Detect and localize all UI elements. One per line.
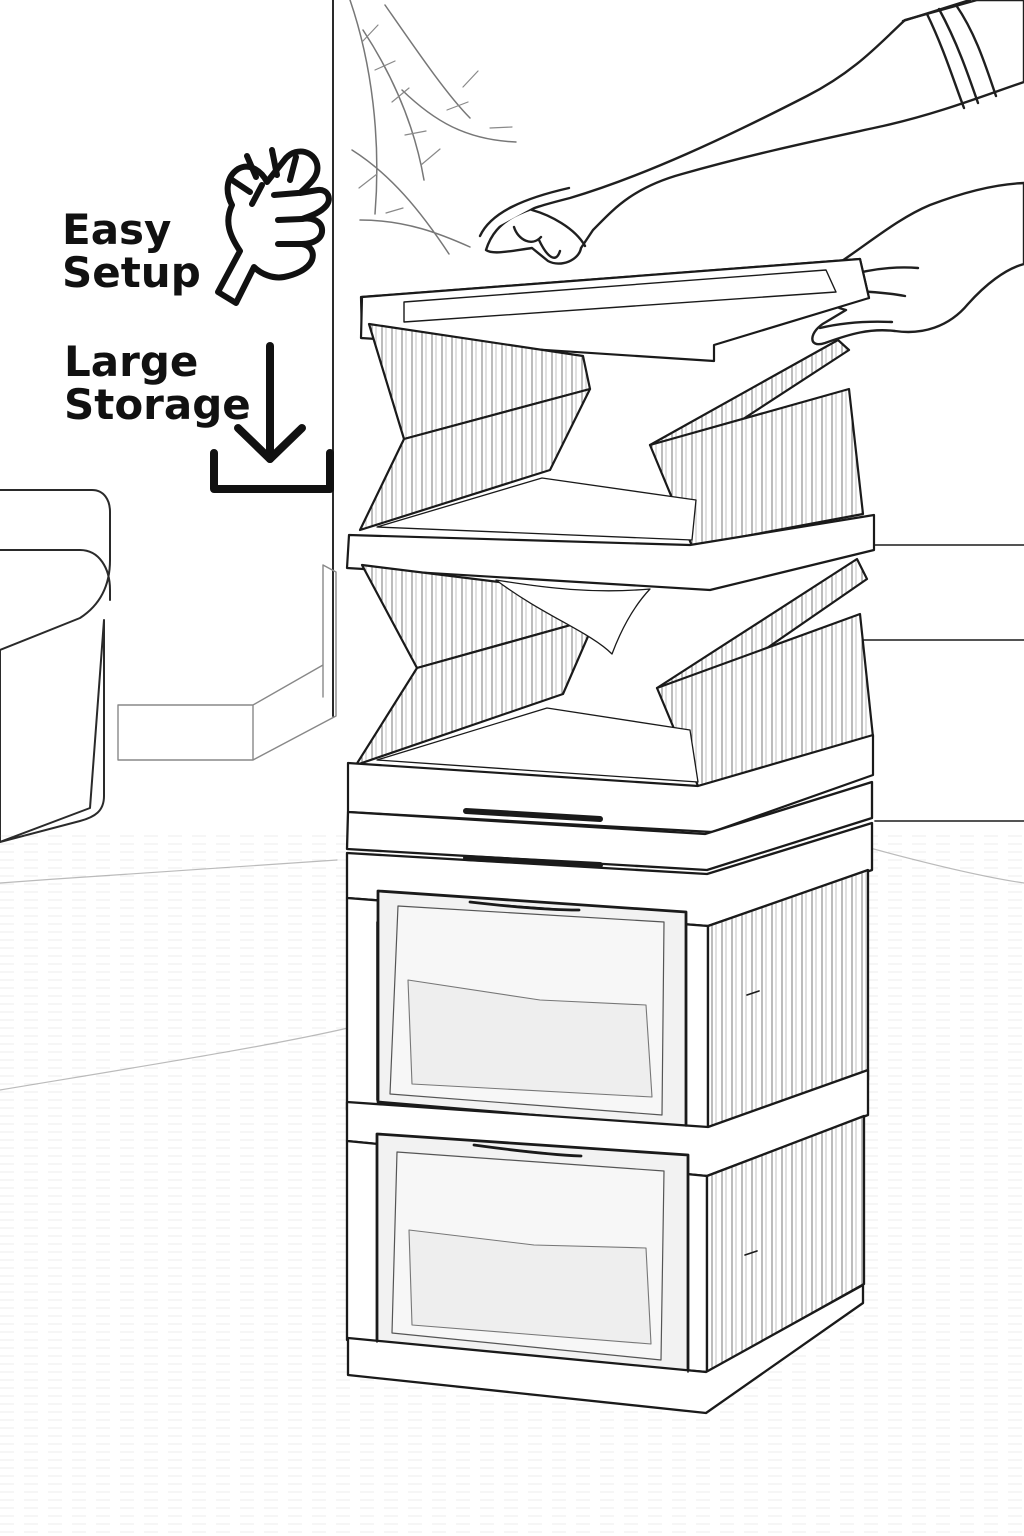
lower-middle-fold (495, 579, 651, 655)
tap-hand-icon (215, 147, 332, 306)
upper-lid-inner (403, 269, 837, 323)
easy-setup-label: Easy Setup (62, 208, 222, 294)
closed-storage-unit (345, 780, 874, 1415)
sleeve-cuff (901, 0, 998, 110)
large-storage-line-2: Storage (64, 380, 251, 429)
upper-hand-fingers (478, 186, 587, 259)
download-tray-icon (210, 342, 334, 493)
upper-drawer-back (407, 979, 653, 1098)
folded-box-upper (345, 257, 876, 592)
easy-setup-line-2: Setup (62, 248, 201, 297)
corner-hinges (376, 921, 760, 1373)
lower-drawer-side (705, 1114, 866, 1374)
large-storage-line-1: Large (64, 337, 199, 386)
drawer-black-handles (463, 808, 603, 868)
folded-box-lower (346, 557, 875, 834)
upper-left-panel-b (358, 387, 592, 532)
plant-stalks (349, 0, 517, 255)
person-arms (478, 0, 1024, 346)
plant-leaves (358, 24, 513, 214)
lower-base-top (376, 707, 699, 783)
upper-arm (484, 0, 1024, 265)
easy-setup-line-1: Easy (62, 205, 172, 254)
lower-drawer-back (408, 1229, 652, 1345)
lower-left-panel-b (354, 616, 598, 767)
right-wall-line (862, 544, 1024, 822)
top-cap (345, 780, 874, 872)
handles (468, 900, 583, 1158)
large-storage-label: Large Storage (64, 340, 254, 426)
sofa-outline (0, 489, 111, 843)
middle-base (345, 513, 876, 592)
base-plinth (346, 1283, 865, 1415)
middle-base-top (376, 477, 697, 541)
side-table (117, 564, 337, 761)
upper-lid-rim (359, 257, 871, 363)
